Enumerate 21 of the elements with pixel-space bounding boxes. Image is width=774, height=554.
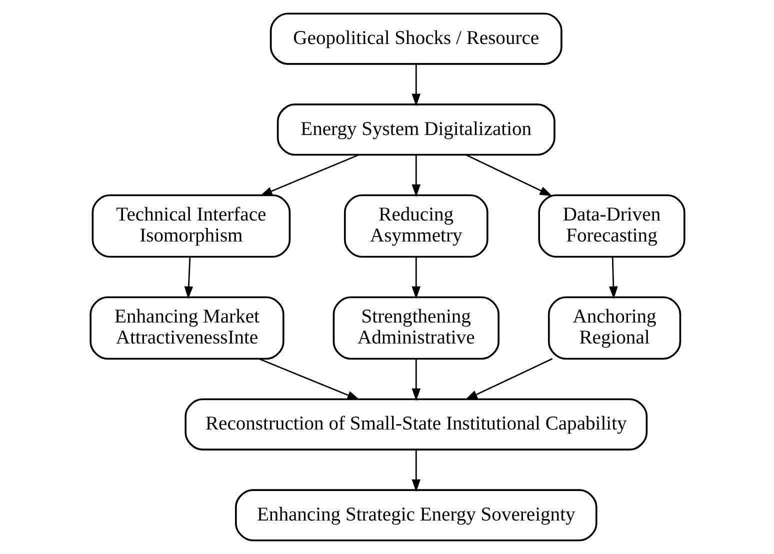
arrow xyxy=(411,257,420,299)
node-box: Data-Driven Forecasting xyxy=(538,194,685,258)
arrow xyxy=(258,358,360,400)
node-box: Strengthening Administrative xyxy=(332,296,499,360)
arrow xyxy=(464,358,552,400)
node-box: Technical Interface Isomorphism xyxy=(91,194,290,258)
arrow xyxy=(411,359,420,402)
arrow xyxy=(411,155,420,197)
arrow xyxy=(259,154,359,196)
arrow xyxy=(184,257,193,299)
arrow xyxy=(411,64,420,106)
arrow xyxy=(411,450,420,492)
node-box: Geopolitical Shocks / Resource xyxy=(269,12,562,65)
node-box: Reconstruction of Small-State Institutional Capability xyxy=(184,398,648,450)
node-box: Reducing Asymmetry xyxy=(343,194,488,258)
node-box: Anchoring Regional xyxy=(547,296,681,360)
node-box: Enhancing Market AttractivenessInte xyxy=(89,296,284,360)
node-box: Enhancing Strategic Energy Sovereignty xyxy=(234,489,597,542)
arrow xyxy=(465,154,552,196)
arrow xyxy=(608,257,618,299)
node-box: Energy System Digitalization xyxy=(276,104,555,156)
